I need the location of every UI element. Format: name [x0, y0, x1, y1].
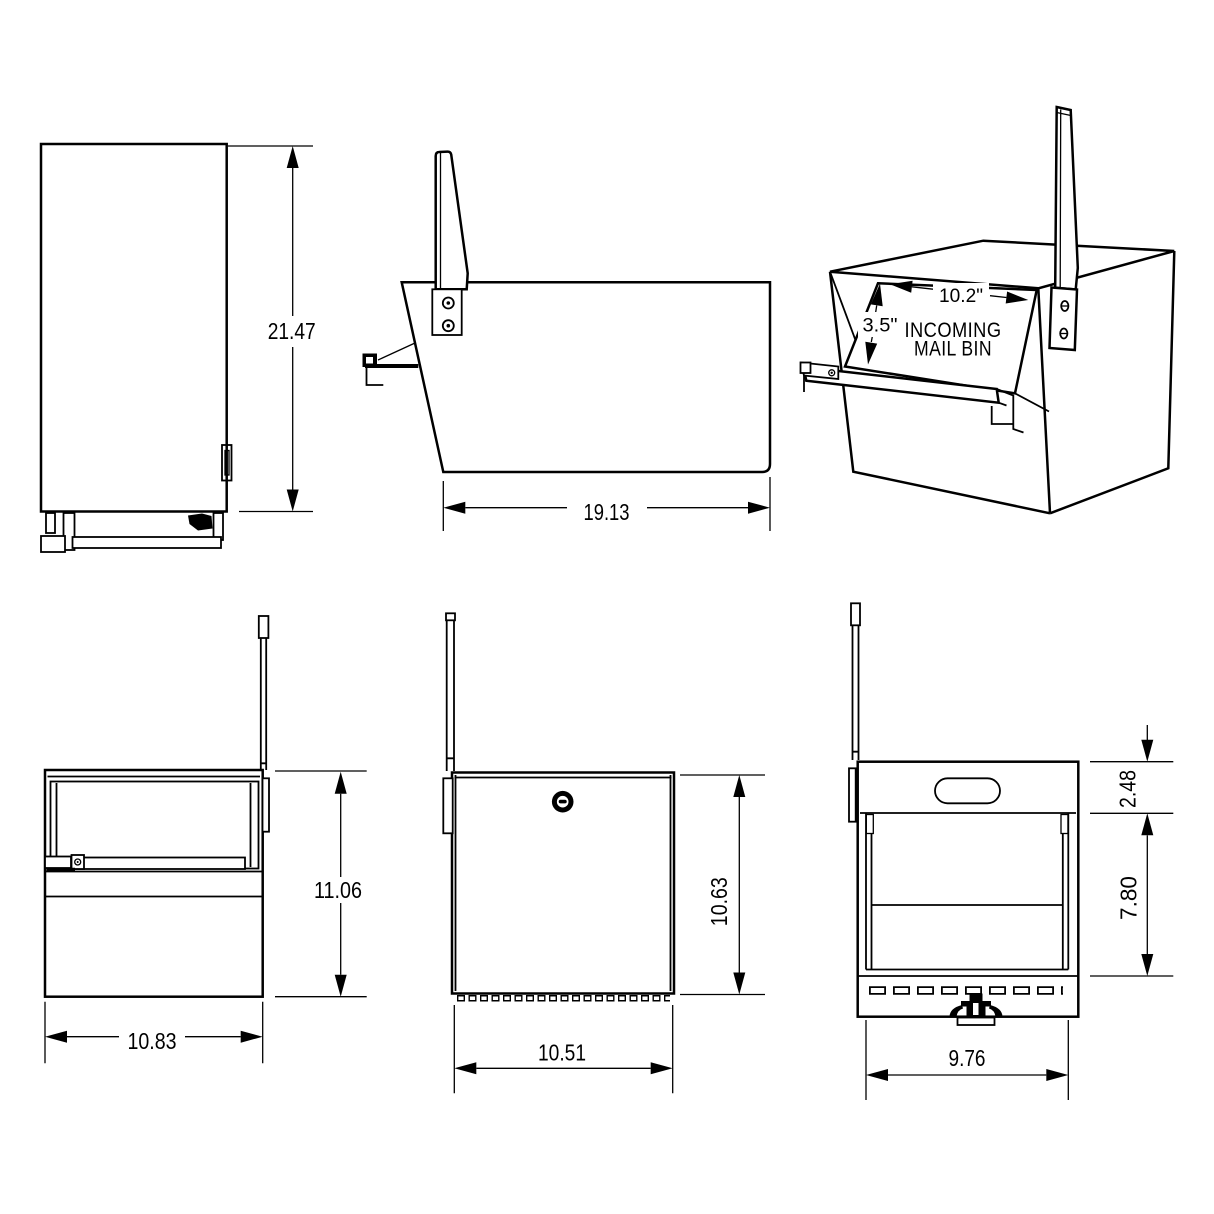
incoming-mail-bin-label-line1: INCOMING — [905, 319, 1002, 342]
flag-pole-front-closed — [445, 612, 456, 771]
dimension-width-10-51: 10.51 — [453, 1005, 674, 1094]
dimension-length-19-13: 19.13 — [442, 477, 771, 531]
front-view-open: 11.06 10.83 — [43, 615, 368, 1064]
bin-width-dim-label: 10.2" — [939, 286, 983, 307]
rear-opening-height-label: 7.80 — [1116, 876, 1142, 920]
newspaper-tray — [799, 361, 1024, 434]
bin-lid-bar — [44, 854, 246, 872]
height-dim-label: 21.47 — [268, 318, 316, 344]
door-latch — [362, 342, 419, 386]
front-closed-width-label: 10.51 — [538, 1040, 586, 1066]
length-dim-label: 19.13 — [584, 499, 630, 525]
front-closed-height-label: 10.63 — [706, 877, 732, 926]
side-view-closed: 21.47 — [39, 142, 320, 553]
flag-bracket-rear — [848, 767, 857, 823]
flag-bracket-closed — [442, 777, 454, 835]
side-view-flag: 19.13 — [362, 150, 772, 531]
dimension-width-10-83: 10.83 — [44, 1001, 264, 1064]
dimension-opening-height-7-80: 7.80 — [1090, 813, 1174, 977]
handle-slot — [934, 777, 1001, 805]
latch-blob-icon — [188, 513, 213, 531]
rear-view-open: 2.48 7.80 9.76 — [848, 602, 1174, 1100]
hinge-tab — [221, 444, 233, 482]
perspective-view: 10.2" 3.5" INCOMING MAIL BIN — [799, 105, 1176, 515]
dimension-height-21-47: 21.47 — [228, 145, 320, 513]
rear-lid-height-label: 2.48 — [1115, 770, 1141, 808]
front-open-height-label: 11.06 — [314, 877, 362, 903]
draw-latch-icon — [949, 993, 1003, 1026]
incoming-mail-bin-label-line2: MAIL BIN — [914, 338, 992, 361]
flag-bracket-front — [261, 777, 270, 833]
cam-lock-icon — [551, 790, 574, 813]
flag-bracket-perspective — [1048, 286, 1079, 352]
flag-icon — [431, 150, 469, 336]
rear-width-label: 9.76 — [949, 1045, 986, 1071]
dimension-lid-height-2-48: 2.48 — [1090, 725, 1174, 814]
flag-icon-perspective — [1048, 105, 1080, 352]
dimension-bin-depth: 3.5" — [858, 283, 903, 365]
front-open-width-label: 10.83 — [128, 1028, 177, 1054]
flag-pole — [257, 615, 270, 770]
dimension-bin-width: 10.2" — [890, 280, 1029, 307]
bin-depth-dim-label: 3.5" — [863, 316, 898, 337]
flag-pole-rear — [850, 602, 861, 760]
dimension-width-9-76: 9.76 — [865, 1020, 1069, 1100]
flag-bracket — [431, 288, 463, 336]
mounting-bracket — [40, 512, 224, 553]
dimension-height-11-06: 11.06 — [275, 770, 368, 998]
front-view-closed: 10.63 10.51 — [442, 612, 765, 1094]
dimension-height-10-63: 10.63 — [680, 774, 765, 996]
